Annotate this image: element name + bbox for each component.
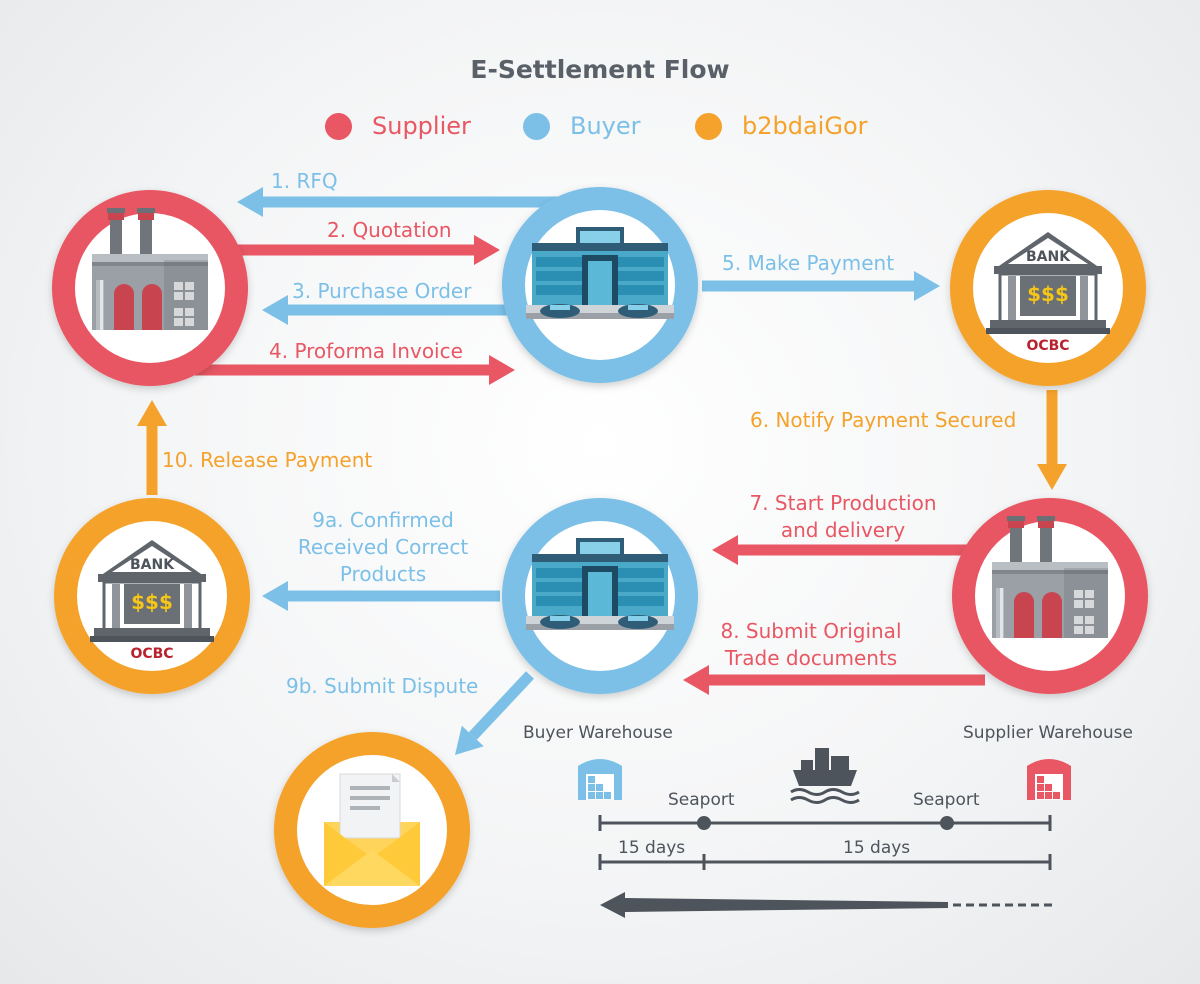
arrow-rfq [237,187,560,217]
legend-buyer-dot [523,112,550,140]
step-7-label-line2: and delivery [780,518,906,542]
bank-sign-text: BANK [130,557,175,573]
bank-node-top: BANK $$$ OCBC [950,190,1146,386]
arrow-quotation [232,235,500,265]
arrow-release-payment [137,400,167,495]
seaport-right-marker [940,816,954,830]
buyer-node-top [502,187,698,383]
bank-name-text: OCBC [130,646,173,662]
bank-sign-text: BANK [1026,249,1071,265]
legend-supplier-dot [325,112,352,140]
step-9a-label-line3: Products [339,562,427,586]
step-1-label: 1. RFQ [271,169,338,193]
days-right-label: 15 days [843,838,911,858]
seaport-left-label: Seaport [668,790,735,810]
step-2-label: 2. Quotation [327,218,452,242]
arrow-proforma-invoice [195,355,515,385]
buyer-node-bottom [502,498,698,694]
bank-icon: BANK $$$ OCBC [984,230,1112,354]
envelope-icon [324,773,420,886]
arrow-confirmed-received [262,581,500,611]
dispute-node [274,732,470,928]
supplier-warehouse-icon [1027,759,1071,800]
arrow-make-payment [702,271,940,301]
legend-supplier: Supplier [325,108,471,144]
direction-arrow [600,892,1052,918]
legend-supplier-label: Supplier [372,112,471,140]
ship-icon [790,748,860,804]
bank-name-text: OCBC [1026,338,1069,354]
duration-line [598,854,1052,870]
route-line [598,815,1052,831]
bank-money-text: $$$ [1027,282,1069,306]
step-9a-label-line2: Received Correct [297,535,469,559]
step-6-label: 6. Notify Payment Secured [750,408,1017,432]
arrow-submit-trade-docs [683,665,985,695]
step-3-label: 3. Purchase Order [292,279,472,303]
arrow-submit-dispute [455,671,535,755]
step-7-label-line1: 7. Start Production [749,491,937,515]
step-4-label: 4. Proforma Invoice [269,339,463,363]
step-9b-label: 9b. Submit Dispute [286,674,479,698]
step-10-label: 10. Release Payment [162,448,373,472]
legend-b2bdaigor-dot [695,112,722,140]
days-left-label: 15 days [618,838,686,858]
step-9a-label-line1: 9a. Confirmed [312,508,454,532]
diagram-title: E-Settlement Flow [470,55,730,84]
legend-buyer: Buyer [523,108,641,144]
buyer-warehouse-label: Buyer Warehouse [523,723,673,743]
buyer-warehouse-icon [578,759,622,800]
bank-money-text: $$$ [131,590,173,614]
legend-b2bdaigor-label: b2bdaiGor [742,112,868,140]
seaport-left-marker [697,816,711,830]
bank-icon: BANK $$$ OCBC [88,538,216,662]
arrow-notify-payment [1037,390,1067,490]
supplier-warehouse-label: Supplier Warehouse [963,723,1133,743]
step-8-label-line1: 8. Submit Original [720,619,902,643]
step-5-label: 5. Make Payment [722,251,895,275]
bank-node-bottom: BANK $$$ OCBC [54,498,250,694]
supplier-node-bottom [952,498,1148,694]
legend-b2bdaigor: b2bdaiGor [695,108,868,144]
seaport-right-label: Seaport [913,790,980,810]
arrow-start-production [712,535,975,565]
supplier-node-top [52,190,248,386]
legend-buyer-label: Buyer [570,112,641,140]
arrow-purchase-order [262,295,535,325]
step-8-label-line2: Trade documents [724,646,898,670]
